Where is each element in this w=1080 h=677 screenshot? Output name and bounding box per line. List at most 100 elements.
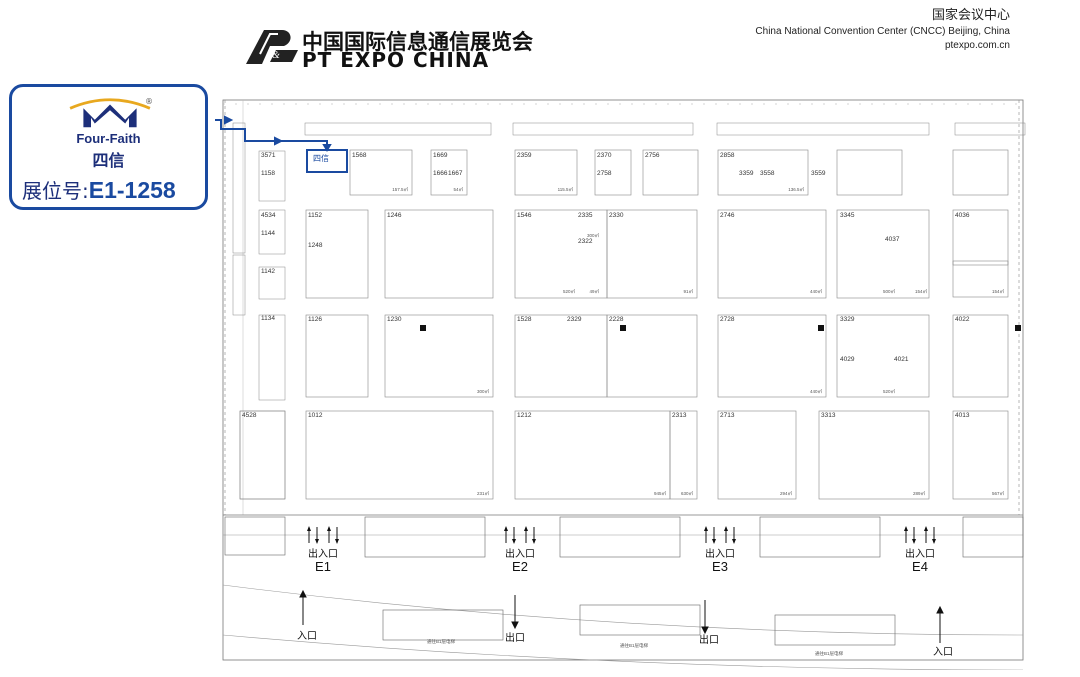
booth-number-label[interactable]: 1248	[308, 242, 323, 249]
booth-number-label[interactable]: 4528	[242, 412, 257, 419]
booth-number-label[interactable]: 1568	[352, 152, 367, 159]
entrance-code: E2	[512, 559, 528, 574]
booth-number-label[interactable]: 1152	[308, 212, 322, 219]
booth-number-label[interactable]: 2746	[720, 212, 735, 219]
booth-number-label[interactable]: 4013	[955, 412, 970, 419]
booth-area-label: 294㎡	[780, 490, 793, 496]
booth-area-label: 567㎡	[992, 490, 1005, 496]
booth-number-label[interactable]: 1158	[261, 170, 275, 177]
booth-number-label[interactable]: 2330	[609, 212, 624, 219]
booth-area-label: 115.5㎡	[558, 186, 574, 192]
booth-number-label[interactable]: 3571	[261, 152, 276, 159]
booth-number-label[interactable]: 1246	[387, 212, 402, 219]
entrance-label: 出入口	[505, 547, 535, 560]
brand-name-en: Four-Faith	[76, 131, 141, 146]
booth-number-label[interactable]: 1134	[261, 315, 275, 322]
escalator-label-1: 通往B1层电梯	[427, 638, 456, 645]
booth-number-label[interactable]: 2228	[609, 316, 624, 323]
booth-area-label: 289㎡	[913, 490, 926, 496]
entrance-label: 出入口	[705, 547, 735, 560]
booth-number-label[interactable]: 1669	[433, 152, 448, 159]
booth-number-label[interactable]: 3345	[840, 212, 855, 219]
booth-area-label: 520㎡	[883, 388, 896, 394]
entrance-label: 出入口	[905, 547, 935, 560]
booth-area-label: 520㎡	[563, 288, 576, 294]
booth-area-label: 300㎡	[587, 232, 600, 238]
highlight-booth-label: 四信	[313, 153, 329, 163]
booth-area-label: 440㎡	[810, 288, 823, 294]
booth-number-label[interactable]: 1144	[261, 230, 275, 237]
four-faith-logo	[69, 98, 151, 128]
service-blocks	[224, 516, 1024, 558]
booth-number-label[interactable]: 4022	[955, 316, 970, 323]
booth-area-label: 49㎡	[589, 288, 599, 294]
booth-number-label[interactable]: 2359	[517, 152, 532, 159]
booth-number-label[interactable]: 1142	[261, 268, 275, 275]
booth-number-label[interactable]: 2370	[597, 152, 612, 159]
entrance-code: E3	[712, 559, 728, 574]
escalator-label-2: 通往B1层电梯	[620, 642, 649, 649]
booth-area-label: 945㎡	[654, 490, 667, 496]
booth-area-label: 630㎡	[681, 490, 694, 496]
booth-number-label[interactable]: 2322	[578, 238, 593, 245]
booth-number-label[interactable]: 2335	[578, 212, 593, 219]
booth-number-label[interactable]: 1546	[517, 212, 532, 219]
booth-number-label[interactable]: 4029	[840, 356, 855, 363]
booth-callout-card: ® Four-Faith 四信 展位号:E1-1258	[9, 84, 208, 210]
booth-number-label[interactable]: 1666	[433, 170, 448, 177]
booth-number-label[interactable]: 4037	[885, 236, 900, 243]
booth-grid	[239, 149, 1009, 500]
booth-number-label[interactable]: 3558	[760, 170, 775, 177]
hall-outline	[222, 99, 1024, 661]
booth-area-label: 157.5㎡	[392, 186, 408, 192]
plaza-entry-label: 入口	[297, 631, 317, 642]
entrance-label: 出入口	[308, 547, 338, 560]
booth-number: E1-1258	[88, 177, 176, 203]
booth-number-label[interactable]: 2313	[672, 412, 687, 419]
venue-info: 国家会议中心 China National Convention Center …	[755, 4, 1010, 51]
booth-number-label[interactable]: 3313	[821, 412, 836, 419]
booth-number-label[interactable]: 2329	[567, 316, 582, 323]
booth-number-label[interactable]: 1212	[517, 412, 532, 419]
booth-label: 展位号:	[22, 179, 89, 203]
booth-number-label[interactable]: 1126	[308, 316, 322, 323]
booth-number-label[interactable]: 2758	[597, 170, 612, 177]
booth-number-label[interactable]: 2756	[645, 152, 660, 159]
entrance-code: E4	[912, 559, 928, 574]
venue-url: ptexpo.com.cn	[944, 40, 1010, 51]
booth-number-label[interactable]: 2858	[720, 152, 735, 159]
booth-area-label: 231㎡	[477, 490, 490, 496]
expo-title-cn: 中国国际信息通信展览会	[302, 30, 533, 54]
booth-number-label[interactable]: 3329	[840, 316, 855, 323]
plaza-exit-label: 出口	[505, 631, 525, 644]
booth-area-label: 154㎡	[915, 288, 928, 294]
booth-number-label[interactable]: 4534	[261, 212, 276, 219]
booth-area-label: 54㎡	[453, 186, 463, 192]
registered-mark: ®	[145, 97, 153, 106]
entrance-code: E1	[315, 559, 331, 574]
booth-number-label[interactable]: 4036	[955, 212, 970, 219]
booth-number-label[interactable]: 1012	[308, 412, 323, 419]
venue-name-cn: 国家会议中心	[931, 8, 1010, 23]
expo-title-en: PT EXPO CHINA	[302, 48, 490, 72]
booth-number-label[interactable]: 2713	[720, 412, 735, 419]
booth-area-label: 136.5㎡	[788, 186, 804, 192]
svg-text:&: &	[272, 50, 280, 61]
booth-number-label[interactable]: 2728	[720, 316, 735, 323]
booth-number-label[interactable]: 3559	[811, 170, 826, 177]
booth-area-label: 300㎡	[477, 388, 490, 394]
booth-area-label: 500㎡	[883, 288, 896, 294]
booth-number-label[interactable]: 3359	[739, 170, 754, 177]
booth-area-label: 91㎡	[683, 288, 693, 294]
booth-number-label[interactable]: 1528	[517, 316, 532, 323]
callout-leader-line	[215, 115, 332, 152]
booth-strips	[232, 122, 1026, 316]
venue-name-en: China National Convention Center (CNCC) …	[755, 26, 1010, 37]
booth-number-label[interactable]: 4021	[894, 356, 909, 363]
plaza-entry-label-2: 入口	[933, 647, 953, 658]
booth-number-label[interactable]: 1667	[448, 170, 463, 177]
booth-number-label[interactable]: 1230	[387, 316, 402, 323]
pt-expo-logo: &	[246, 30, 298, 64]
